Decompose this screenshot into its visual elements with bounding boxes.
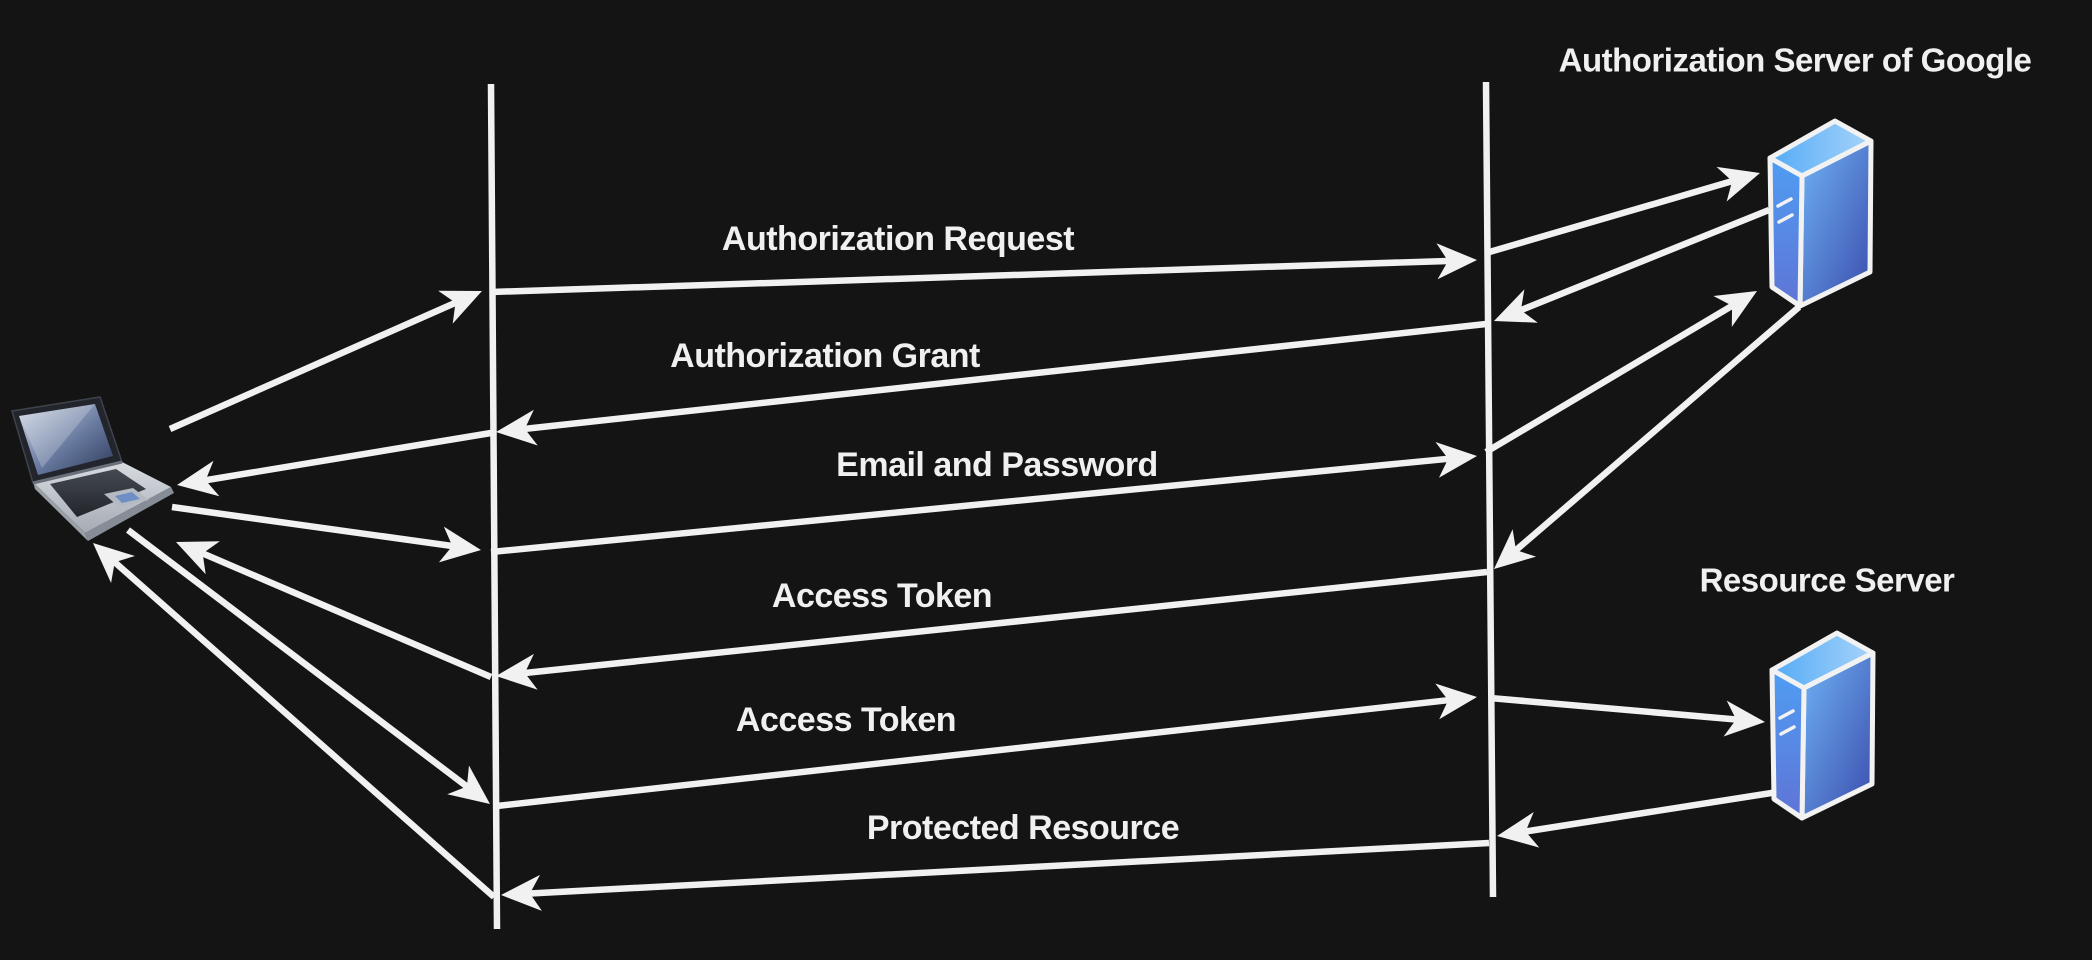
laptop-hinge <box>32 460 123 485</box>
server-vent <box>1777 213 1794 224</box>
message-label-access-token-1: Access Token <box>772 577 992 615</box>
auth-server-icon <box>1767 118 1874 309</box>
server-vent <box>1779 725 1796 736</box>
access-token-to-user-arrow-head <box>176 541 220 575</box>
authorization-request-to-server-arrow-head <box>1716 166 1760 202</box>
user-initiates-arrow-head <box>438 290 482 324</box>
authorization-grant-from-server-arrow-head <box>1494 289 1538 323</box>
access-token-to-resource-arrow-shaft <box>1489 694 1737 723</box>
access-token-to-user-arrow-shaft <box>201 550 493 680</box>
email-password-to-server-arrow-shaft <box>1484 303 1734 455</box>
access-token-request-arrow <box>496 683 1477 810</box>
authorization-grant-arrow-shaft <box>524 320 1487 433</box>
email-password-arrow-shaft <box>490 455 1449 556</box>
authorization-grant-to-user-arrow-shaft <box>205 429 492 484</box>
protected-resource-arrow-shaft <box>529 839 1490 897</box>
server-vent <box>1776 197 1793 208</box>
message-label-authorization-grant: Authorization Grant <box>670 337 980 375</box>
laptop-front-rim <box>85 487 174 541</box>
message-label-access-token-2: Access Token <box>736 701 956 739</box>
email-password-arrow-head <box>1435 441 1477 478</box>
client-app-lifeline <box>487 83 501 930</box>
server-boundary-lifeline <box>1482 81 1497 898</box>
authorization-grant-arrow-head <box>496 409 538 446</box>
message-label-protected-resource: Protected Resource <box>867 809 1179 847</box>
protected-resource-to-user-arrow-shaft <box>112 559 497 900</box>
authorization-grant-to-user-arrow-head <box>177 460 220 497</box>
user-initiates-arrow <box>168 290 482 432</box>
token-request-from-user-arrow-head <box>447 765 490 804</box>
server-front-face <box>1769 667 1807 821</box>
access-token-to-resource-arrow-head <box>1723 700 1765 737</box>
resource-server-title: Resource Server <box>1700 562 1955 599</box>
access-token-from-server-arrow-head <box>1494 529 1537 569</box>
authorization-request-arrow-head <box>1436 243 1477 280</box>
arrows-layer <box>93 166 1802 911</box>
email-password-to-server-arrow <box>1484 291 1757 455</box>
laptop-left-rim <box>33 482 88 541</box>
protected-resource-from-server-arrow <box>1497 787 1785 848</box>
access-token-to-user-arrow <box>176 541 493 680</box>
message-label-email-and-password: Email and Password <box>836 446 1158 484</box>
authorization-grant-to-user-arrow <box>177 429 492 497</box>
authorization-request-to-server-arrow-shaft <box>1485 178 1734 257</box>
email-password-arrow <box>490 441 1477 556</box>
lifelines-layer <box>487 81 1497 930</box>
user-initiates-arrow-shaft <box>168 299 457 432</box>
authorization-request-to-server-arrow <box>1485 166 1760 257</box>
protected-resource-from-server-arrow-shaft <box>1525 787 1785 835</box>
resource-server-icon <box>1769 630 1876 821</box>
laptop-touchpad-inner <box>115 492 140 503</box>
protected-resource-to-user-arrow <box>93 543 497 900</box>
laptop-keyboard <box>50 469 146 517</box>
protected-resource-arrow-head <box>501 874 542 911</box>
access-token-arrow-shaft <box>524 568 1488 677</box>
access-token-arrow <box>496 568 1488 690</box>
authorization-grant-from-server-arrow-shaft <box>1519 206 1771 314</box>
access-token-arrow-head <box>496 653 538 690</box>
authorization-request-arrow <box>490 243 1477 296</box>
protected-resource-arrow <box>501 839 1490 911</box>
protected-resource-to-user-arrow-head <box>93 543 135 583</box>
credentials-from-user-arrow-shaft <box>171 503 453 550</box>
server-front-face <box>1767 155 1805 309</box>
authorization-grant-from-server-arrow <box>1494 206 1771 323</box>
access-token-request-arrow-head <box>1435 683 1477 720</box>
access-token-from-server-arrow-shaft <box>1513 304 1802 553</box>
token-request-from-user-arrow <box>126 527 490 804</box>
authorization-request-arrow-shaft <box>490 257 1449 296</box>
protected-resource-from-server-arrow-head <box>1497 812 1540 848</box>
email-password-to-server-arrow-head <box>1713 291 1757 327</box>
server-vent <box>1778 709 1795 720</box>
access-token-request-arrow-shaft <box>496 696 1449 810</box>
access-token-from-server-arrow <box>1494 304 1802 569</box>
authorization-grant-arrow <box>496 320 1487 446</box>
laptop-screen <box>19 404 113 475</box>
access-token-to-resource-arrow <box>1489 694 1765 737</box>
message-label-authorization-request: Authorization Request <box>722 220 1074 258</box>
credentials-from-user-arrow-head <box>438 526 481 563</box>
auth-server-title: Authorization Server of Google <box>1559 42 2032 79</box>
laptop-screen-reflection <box>19 404 95 468</box>
laptop-icon <box>11 396 174 541</box>
credentials-from-user-arrow <box>171 503 481 563</box>
token-request-from-user-arrow-shaft <box>126 527 469 790</box>
